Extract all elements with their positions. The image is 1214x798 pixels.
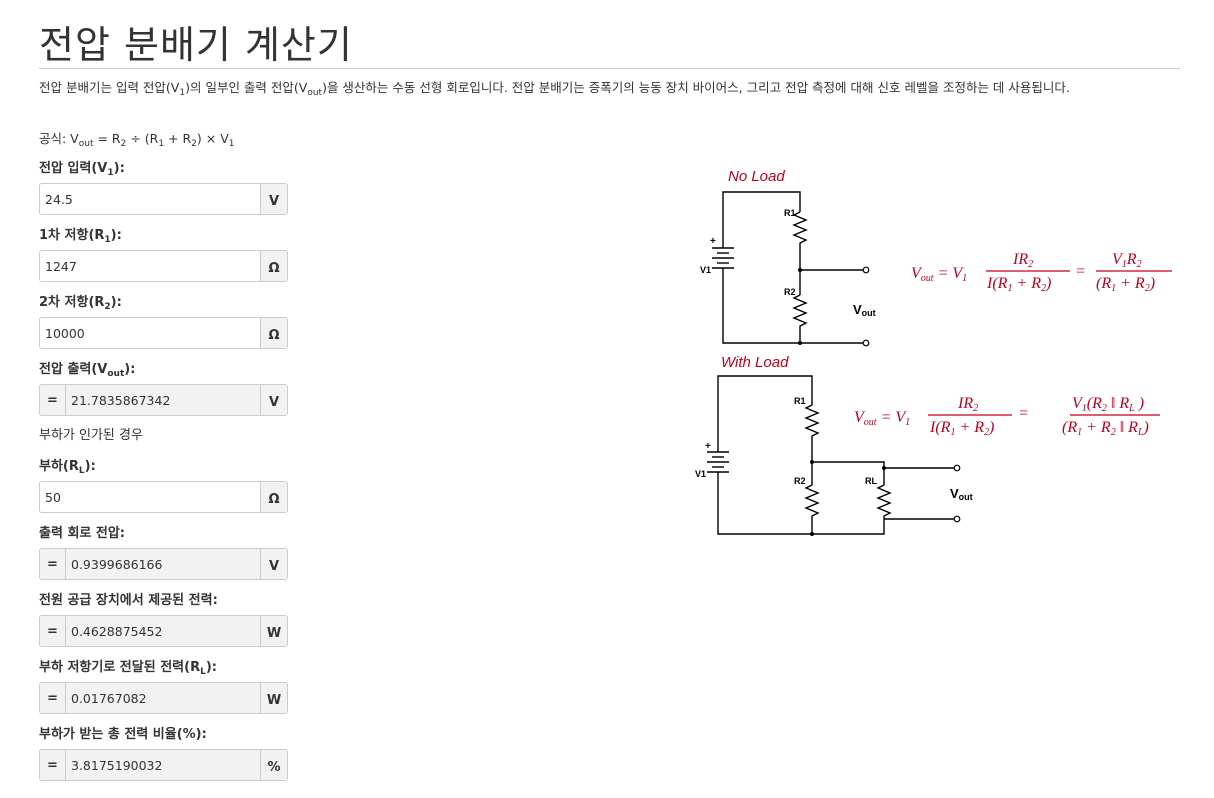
unit-volt-label: V [260, 385, 287, 415]
equals-sign: = [40, 385, 66, 415]
junction-dot [882, 466, 886, 470]
vout-label-diagram: Vout [950, 486, 973, 502]
unit-volt-label: V [260, 184, 287, 214]
r2-label: 2차 저항(R2): [39, 295, 122, 312]
equals-sign: = [40, 683, 66, 713]
terminal [953, 464, 961, 472]
title-divider [39, 68, 1180, 69]
wire [812, 461, 885, 485]
battery-v1-loaded [707, 445, 729, 482]
power-ratio-field[interactable]: 3.8175190032 [66, 750, 260, 780]
voltage-input-group: 24.5 V [39, 183, 288, 215]
equals-sign: = [40, 616, 66, 646]
svg-text:V1(R2 ‖ RL ): V1(R2 ‖ RL ) [1072, 395, 1144, 414]
supply-power-label: 전원 공급 장치에서 제공된 전력: [39, 593, 218, 608]
power-ratio-label: 부하가 받는 총 전력 비율(%): [39, 727, 207, 742]
loaded-vout-field[interactable]: 0.9399686166 [66, 549, 260, 579]
r1-input-group: 1247 Ω [39, 250, 288, 282]
svg-text:Vout = V1: Vout = V1 [911, 265, 967, 284]
junction-dot [810, 460, 814, 464]
power-ratio-group: = 3.8175190032 % [39, 749, 288, 781]
unit-volt-label: V [260, 549, 287, 579]
formula-text: 공식: Vout = R2 ÷ (R1 + R2) × V1 [39, 131, 235, 149]
rl-label-diagram: RL [865, 476, 877, 486]
wire [722, 278, 863, 344]
no-load-formula: Vout = V1 IR2 I(R1 + R2) = V1R2 (R1 + R2… [911, 251, 1172, 294]
svg-text:IR2: IR2 [957, 395, 978, 414]
r2-input-field[interactable]: 10000 [40, 318, 260, 348]
unit-ohm-label: Ω [260, 482, 287, 512]
rl-input-group: 50 Ω [39, 481, 288, 513]
voltage-input-label: 전압 입력(V1): [39, 161, 125, 178]
svg-text:(R1 + R2 ‖ RL): (R1 + R2 ‖ RL) [1062, 419, 1149, 438]
terminal [862, 266, 870, 274]
r2-resistor-loaded [804, 484, 820, 534]
wire [717, 482, 885, 535]
r2-label-diagram: R2 [784, 287, 796, 297]
plus-sign: + [705, 441, 711, 452]
load-power-group: = 0.01767082 W [39, 682, 288, 714]
junction-dot [810, 532, 814, 536]
unit-percent-label: % [260, 750, 287, 780]
terminal [953, 515, 961, 523]
load-section-label: 부하가 인가된 경우 [39, 428, 143, 443]
rl-input-field[interactable]: 50 [40, 482, 260, 512]
svg-text:I(R1 + R2): I(R1 + R2) [986, 275, 1051, 294]
r2-resistor [792, 294, 808, 343]
svg-text:V1R2: V1R2 [1112, 251, 1142, 270]
loaded-vout-label: 출력 회로 전압: [39, 526, 126, 541]
terminal [862, 339, 870, 347]
load-power-field[interactable]: 0.01767082 [66, 683, 260, 713]
supply-power-field[interactable]: 0.4628875452 [66, 616, 260, 646]
voltage-divider-diagram: No Load + V1 R1 R2 Vout Vout = V1 IR2 I(… [695, 168, 1172, 536]
svg-text:=: = [1075, 263, 1086, 280]
with-load-formula: Vout = V1 IR2 I(R1 + R2) = V1(R2 ‖ RL ) … [854, 395, 1160, 438]
r1-label-diagram: R1 [784, 208, 796, 218]
unit-ohm-label: Ω [260, 251, 287, 281]
r2-label-diagram: R2 [794, 476, 806, 486]
unit-ohm-label: Ω [260, 318, 287, 348]
equals-sign: = [40, 549, 66, 579]
rl-label: 부하(RL): [39, 459, 96, 476]
load-power-label: 부하 저항기로 전달된 전력(RL): [39, 660, 217, 677]
battery-v1 [712, 241, 734, 278]
svg-text:(R1 + R2): (R1 + R2) [1096, 275, 1155, 294]
vout-label-diagram: Vout [853, 302, 876, 318]
wire [722, 191, 801, 241]
vout-output-field[interactable]: 21.7835867342 [66, 385, 260, 415]
page-title: 전압 분배기 계산기 [39, 23, 353, 67]
v1-label: V1 [695, 469, 706, 479]
loaded-vout-group: = 0.9399686166 V [39, 548, 288, 580]
svg-text:Vout = V1: Vout = V1 [854, 409, 910, 428]
equals-sign: = [40, 750, 66, 780]
no-load-heading: No Load [728, 168, 785, 185]
vout-label: 전압 출력(Vout): [39, 362, 136, 379]
junction-dot [798, 341, 802, 345]
r1-resistor-loaded [804, 404, 820, 462]
r1-label-diagram: R1 [794, 396, 806, 406]
junction-dot [798, 268, 802, 272]
unit-watt-label: W [260, 683, 287, 713]
vout-output-group: = 21.7835867342 V [39, 384, 288, 416]
v1-label: V1 [700, 265, 711, 275]
wire [717, 375, 813, 445]
r1-label: 1차 저항(R1): [39, 228, 122, 245]
with-load-heading: With Load [721, 354, 789, 371]
r2-input-group: 10000 Ω [39, 317, 288, 349]
svg-text:IR2: IR2 [1012, 251, 1033, 270]
rl-resistor [876, 484, 892, 519]
svg-text:I(R1 + R2): I(R1 + R2) [929, 419, 994, 438]
voltage-input-field[interactable]: 24.5 [40, 184, 260, 214]
r1-input-field[interactable]: 1247 [40, 251, 260, 281]
r1-resistor [792, 211, 808, 270]
unit-watt-label: W [260, 616, 287, 646]
svg-text:=: = [1018, 405, 1029, 422]
plus-sign: + [710, 236, 716, 247]
intro-paragraph: 전압 분배기는 입력 전압(V1)의 일부인 출력 전압(Vout)을 생산하는… [39, 80, 1070, 98]
supply-power-group: = 0.4628875452 W [39, 615, 288, 647]
